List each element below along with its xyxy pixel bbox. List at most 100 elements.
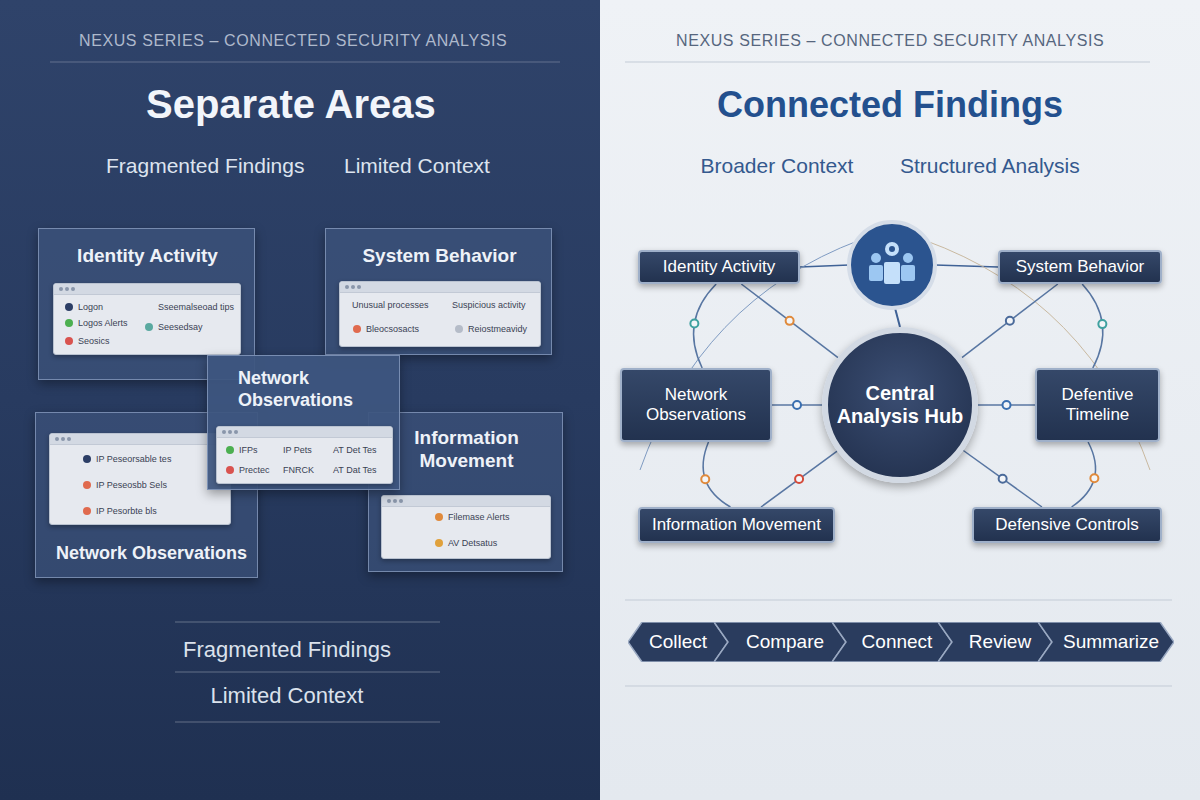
window-item: AT Dat Tes [333,465,377,476]
window-button [399,499,403,503]
box-label: Information Movement [652,515,821,535]
window-item: Filemase Alerts [448,512,510,523]
window-item: AT Det Tes [333,445,377,456]
box-label: Defensive Controls [995,515,1139,535]
connector-line [962,284,1058,358]
step-chevron: Connect [832,622,952,662]
summary-text: Limited Context [211,683,364,709]
connector-line [761,451,837,507]
connector-marker [1003,401,1011,409]
area-heading: System Behavior [326,245,553,268]
area-panel: Network ObservationsIFPsIP PetsAT Det Te… [207,355,400,490]
window-titlebar [217,427,392,438]
window-item: IP Pesorbte bls [96,506,157,517]
window-item: IP Peseorsable tes [96,454,171,465]
box-label: Central Analysis Hub [833,382,968,428]
area-heading: Network Observations [238,368,388,411]
process-box: Identity Activity [638,250,800,284]
person-icon [869,265,883,281]
connector-marker [690,320,698,328]
window-item: IP Pets [283,445,312,456]
connector-marker [793,401,801,409]
link-line [800,265,849,267]
window-button [67,437,71,441]
link-line [935,265,998,267]
connector-marker [795,475,803,483]
status-icon [145,323,153,331]
summary-text: Fragmented Findings [183,637,391,663]
window-titlebar [340,282,540,293]
chevron-outline [1038,622,1174,662]
window-button [351,285,355,289]
window-item: AV Detsatus [448,538,497,549]
chevron-outline [938,622,1052,662]
process-box: Network Observations [620,368,772,442]
status-icon [83,455,91,463]
window-item: Seesedsay [158,322,203,333]
rule-line [625,600,1172,601]
rule-line [175,722,440,723]
process-box: Defentive Timeline [1035,368,1160,442]
process-box: System Behavior [998,250,1162,284]
area-heading: Network Observations [56,543,256,565]
process-box: Defensive Controls [972,507,1162,543]
series-header: NEXUS SERIES – CONNECTED SECURITY ANALYS… [79,31,507,50]
window-button [234,430,238,434]
mock-window: Logon Sseemalseoad tipsLogos Alerts Seesed… [53,283,241,355]
step-chevron: Compare [714,622,846,662]
process-box: Information Movement [638,507,835,543]
connector-line [703,442,730,507]
mock-window: IFPsIP PetsAT Det TesPrectecFNRCKAT Dat … [216,426,393,484]
mock-window: IP Peseorsable tes IP Peseosbb Sels IP Pes… [49,433,231,525]
rule-line [175,672,440,673]
window-item: Bleocsosacts [366,324,419,335]
step-label: Compare [736,631,824,653]
status-icon [65,303,73,311]
window-item: Sseemalseoad tips [158,302,234,313]
panel-subtitle: Broader Context [701,153,854,178]
status-icon [226,446,234,454]
step-chevron: Summarize [1038,622,1174,662]
window-item: Prectec [239,465,270,476]
person-icon [871,253,881,263]
connector-line [963,451,1042,507]
panel-subtitle: Structured Analysis [900,153,1080,178]
chevron-outline [714,622,846,662]
status-icon [353,325,361,333]
connector-marker [786,317,794,325]
box-label: Identity Activity [663,257,775,277]
hub-circle: Central Analysis Hub [822,327,978,483]
window-button [357,285,361,289]
person-icon [903,253,913,263]
box-label: System Behavior [1016,257,1145,277]
status-icon [83,481,91,489]
connector-marker [701,475,709,483]
window-button [65,287,69,291]
link-line [895,308,900,327]
window-button [61,437,65,441]
panel-title: Connected Findings [717,83,1063,126]
mock-window: Filemase Alerts AV Detsatus [381,495,551,559]
window-item: Logon [78,302,103,313]
window-item: IP Peseosbb Sels [96,480,167,491]
rule-line [175,622,440,623]
panel-subtitle: Fragmented Findings [106,153,304,178]
window-button [387,499,391,503]
window-titlebar [382,496,550,507]
icon-circle [849,222,935,308]
connector-marker [999,475,1007,483]
step-chevron: Review [938,622,1052,662]
connector-marker [1090,474,1098,482]
status-icon [83,507,91,515]
chevron-outline [832,622,952,662]
window-button [55,437,59,441]
window-item: Suspicious activity [452,300,526,311]
window-button [59,287,63,291]
step-label: Review [959,631,1031,653]
status-icon [435,539,443,547]
connector-marker [1098,320,1106,328]
window-item: Logos Alerts [78,318,128,329]
panel-subtitle: Limited Context [344,153,490,178]
mock-window: Unusual processesSuspicious activityBleo… [339,281,541,347]
